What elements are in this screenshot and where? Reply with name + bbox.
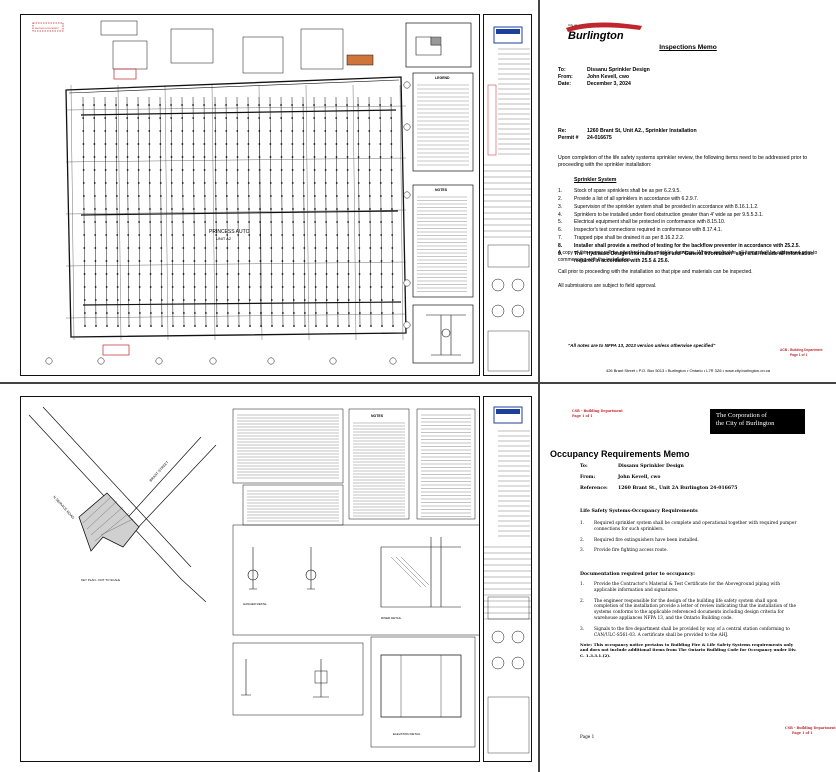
grid-bubble — [267, 357, 275, 365]
revision-stamp — [32, 22, 64, 32]
dept-stamp-top-line2: Page 1 of 1 — [572, 414, 593, 418]
list-item: 2.Required fire extinguishers have been … — [580, 537, 699, 543]
grid-bubble — [45, 357, 53, 365]
grid-bubble — [403, 81, 411, 89]
list-item: 2.Provide a list of all sprinklers in ac… — [558, 195, 699, 202]
section-life-safety: Life Safety Systems-Occupancy Requiremen… — [580, 509, 698, 514]
grid-bubble — [403, 321, 411, 329]
memo-footer: 426 Brant Street • P.O. Box 5013 • Burli… — [605, 368, 771, 373]
memo-paragraph-copy: A copy of this memo will be attached to … — [558, 250, 818, 263]
list-item: 1.Provide the Contractor's Material & Te… — [580, 582, 781, 593]
re-value: 1260 Brant St, Unit A2., Sprinkler Insta… — [587, 128, 697, 134]
grid-bubble — [403, 123, 411, 131]
occupancy-memo: CSB - Building Department Page 1 of 1 Th… — [540, 384, 836, 772]
list-item: 8.Installer shall provide a method of te… — [558, 242, 800, 249]
floor-plan-drawing: PRINCESS AUTO UNIT A2 LEGEND NOTES REVIS… — [32, 20, 474, 365]
corp-line2: the City of Burlington — [716, 419, 775, 427]
memo-title: Inspections Memo — [659, 44, 717, 51]
corporation-banner: The Corporation of the City of Burlingto… — [710, 409, 805, 434]
list-item: 4.Sprinklers to be installed under fixed… — [558, 211, 764, 218]
street-label-1: BRANT STREET — [149, 460, 170, 483]
dept-stamp-line1: ACB - Building Department — [780, 348, 823, 352]
svg-text:Burlington: Burlington — [568, 30, 624, 42]
to-value: Dissanu Sprinkler Design — [587, 67, 650, 73]
list-item: 7.Trapped pipe shall be drained it as pe… — [558, 235, 685, 242]
grid-bubble — [97, 357, 105, 365]
from-label: From: — [580, 475, 596, 481]
requirements-list: 1.Stock of spare sprinklers shall be as … — [558, 188, 830, 265]
grid-bubble — [403, 191, 411, 199]
site-details-drawing: BRANT STREET N SERVICE ROAD KEY PLAN - N… — [28, 406, 479, 748]
vertical-divider — [538, 0, 540, 772]
hanger-detail-label: HANGER DETAIL — [243, 602, 267, 606]
occupancy-header: To: Dissanu Sprinkler Design From: John Ke… — [580, 464, 737, 498]
grid-bubble — [403, 279, 411, 287]
to-value: Dissanu Sprinkler Design — [618, 464, 684, 469]
corp-line1: The Corporation of — [716, 412, 767, 419]
horizontal-divider — [0, 382, 836, 384]
reference-label: Reference: — [580, 486, 608, 492]
to-label: To: — [580, 464, 588, 469]
notes-title: NOTES — [435, 188, 448, 192]
city-logo: Burlington City of — [566, 22, 642, 42]
occupancy-note: Note: This occupancy notice pertains to … — [580, 642, 797, 658]
dept-stamp-bottom-line1: CSB - Building Department — [785, 726, 836, 730]
dept-stamp-top-line1: CSB - Building Department — [572, 409, 623, 413]
occupancy-title: Occupancy Requirements Memo — [550, 449, 690, 459]
sheet-2-drawing: BRANT STREET N SERVICE ROAD KEY PLAN - N… — [20, 396, 480, 762]
grid-bubble — [329, 357, 337, 365]
life-safety-list: 1.Required sprinkler system shall be com… — [580, 521, 798, 559]
documentation-list: 1.Provide the Contractor's Material & Te… — [580, 582, 798, 643]
key-plan-label: KEY PLAN - NOT TO SCALE — [81, 578, 120, 582]
memo-paragraph-call: Call prior to proceeding with the instal… — [558, 269, 753, 275]
nfpa-note: "All notes are to NFPA 13, 2013 version … — [568, 343, 716, 348]
re-label: Re: — [558, 128, 567, 134]
date-label: Date: — [558, 81, 571, 87]
elevation-detail-label: ELEVATION DETAIL — [393, 732, 421, 736]
building-outline — [65, 76, 407, 338]
unit-label: UNIT A2 — [216, 236, 232, 241]
dept-stamp-bottom-line2: Page 1 of 1 — [792, 731, 813, 735]
from-value: John Kevell, cwo — [618, 475, 661, 481]
list-item: 3.Signals to the fire department shall b… — [580, 626, 790, 638]
sheet-1-drawing: PRINCESS AUTO UNIT A2 LEGEND NOTES REVIS… — [20, 14, 480, 376]
riser-detail-label: RISER DETAIL — [381, 616, 402, 620]
date-value: December 3, 2024 — [587, 81, 631, 87]
section-documentation: Documentation required prior to occupanc… — [580, 572, 696, 577]
sheet-2-title-block — [483, 396, 532, 762]
memo-header: To: Dissanu Sprinkler Design From: John Ke… — [558, 67, 650, 88]
revision-stamp-text: REVISED FOR PERMIT — [35, 28, 59, 30]
page-number: Page 1 — [580, 734, 595, 739]
list-item: 1.Required sprinkler system shall be com… — [580, 521, 797, 532]
memo-reference: Re: 1260 Brant St, Unit A2., Sprinkler In… — [558, 128, 697, 142]
building-label: PRINCESS AUTO — [209, 229, 250, 235]
street-label-2: N SERVICE ROAD — [52, 495, 75, 520]
from-value: John Kevell, cwo — [587, 74, 630, 80]
list-item: 9.The "Hydraulic Design Information" sig… — [558, 250, 814, 264]
sheet2-notes-title: NOTES — [371, 414, 384, 418]
list-item: 5.Electrical equipment shall be protecte… — [558, 219, 726, 226]
memo-intro: Upon completion of the life safety syste… — [558, 155, 808, 169]
memo-paragraph-approval: All submissions are subject to field app… — [558, 283, 657, 289]
list-item: 2.The engineer responsible for the desig… — [580, 598, 797, 621]
sheet-1-title-block — [483, 14, 532, 376]
from-label: From: — [558, 74, 573, 80]
memo-subheading: Sprinkler System — [574, 177, 617, 183]
list-item: 3.Supervision of the sprinkler system sh… — [558, 203, 759, 210]
reference-value: 1260 Brant St., Unit 2A Burlington 24-01… — [618, 486, 738, 492]
list-item: 3.Provide fire fighting access route. — [580, 548, 668, 554]
grid-bubble — [389, 357, 397, 365]
grid-bubble — [209, 357, 217, 365]
legend-title: LEGEND — [435, 76, 450, 80]
dept-stamp-line2: Page 1 of 1 — [790, 353, 808, 357]
grid-bubble — [155, 357, 163, 365]
list-item: 1.Stock of spare sprinklers shall be as … — [558, 188, 681, 194]
list-item: 6.Inspector's test connections required … — [558, 227, 722, 234]
inspections-memo: Burlington City of Inspections Memo To: D… — [540, 0, 836, 382]
svg-text:City of: City of — [568, 23, 577, 27]
permit-label: Permit # — [558, 135, 579, 141]
to-label: To: — [558, 67, 566, 73]
permit-value: 24-016675 — [587, 135, 612, 141]
